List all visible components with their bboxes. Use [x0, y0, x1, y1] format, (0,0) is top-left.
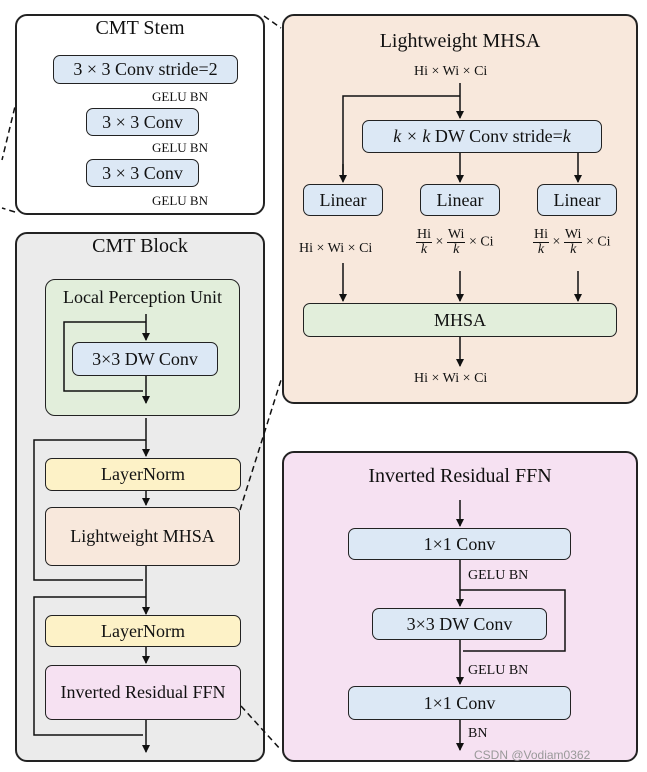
ffn-panel-title: Inverted Residual FFN — [368, 465, 552, 487]
mhsa-output-dim: Hi × Wi × Ci — [414, 371, 488, 386]
layernorm-2: LayerNorm — [45, 615, 241, 647]
stem-conv-2: 3 × 3 Conv — [86, 108, 199, 136]
ffn-conv-1: 1×1 Conv — [348, 528, 571, 560]
inverted-residual-ffn-block: Inverted Residual FFN — [45, 665, 241, 720]
linear-key: Linear — [420, 184, 500, 216]
dw-kernel-size: k × k — [393, 126, 431, 146]
watermark: CSDN @Vodiam0362 — [474, 748, 591, 762]
ffn-act-2: GELU BN — [468, 663, 529, 678]
query-dim: Hi × Wi × Ci — [299, 241, 373, 256]
mhsa-input-dim: Hi × Wi × Ci — [414, 64, 488, 79]
mhsa-dw-conv: k × k DW Conv stride=k — [362, 120, 602, 153]
dw-stride-k: k — [562, 126, 571, 146]
cmt-stem-title: CMT Stem — [95, 17, 185, 39]
mhsa-panel-title: Lightweight MHSA — [379, 30, 541, 52]
dw-conv-text: DW Conv stride= — [430, 126, 563, 146]
lpu-dw-conv: 3×3 DW Conv — [72, 342, 218, 376]
lightweight-mhsa-block: Lightweight MHSA — [45, 507, 240, 566]
stem-act-1: GELU BN — [152, 89, 208, 104]
linear-value: Linear — [537, 184, 617, 216]
cmt-block-title: CMT Block — [92, 235, 188, 257]
stem-act-2: GELU BN — [152, 140, 208, 155]
stem-conv-stride2: 3 × 3 Conv stride=2 — [53, 55, 238, 84]
stem-act-3: GELU BN — [152, 193, 208, 208]
mhsa-attention: MHSA — [303, 303, 617, 337]
stem-conv-3: 3 × 3 Conv — [86, 159, 199, 187]
ffn-act-3: BN — [468, 726, 488, 741]
lpu-title: Local Perception Unit — [63, 287, 222, 307]
ffn-act-1: GELU BN — [468, 568, 529, 583]
linear-query: Linear — [303, 184, 383, 216]
layernorm-1: LayerNorm — [45, 458, 241, 491]
ffn-dw-conv: 3×3 DW Conv — [372, 608, 547, 640]
ffn-conv-2: 1×1 Conv — [348, 686, 571, 720]
